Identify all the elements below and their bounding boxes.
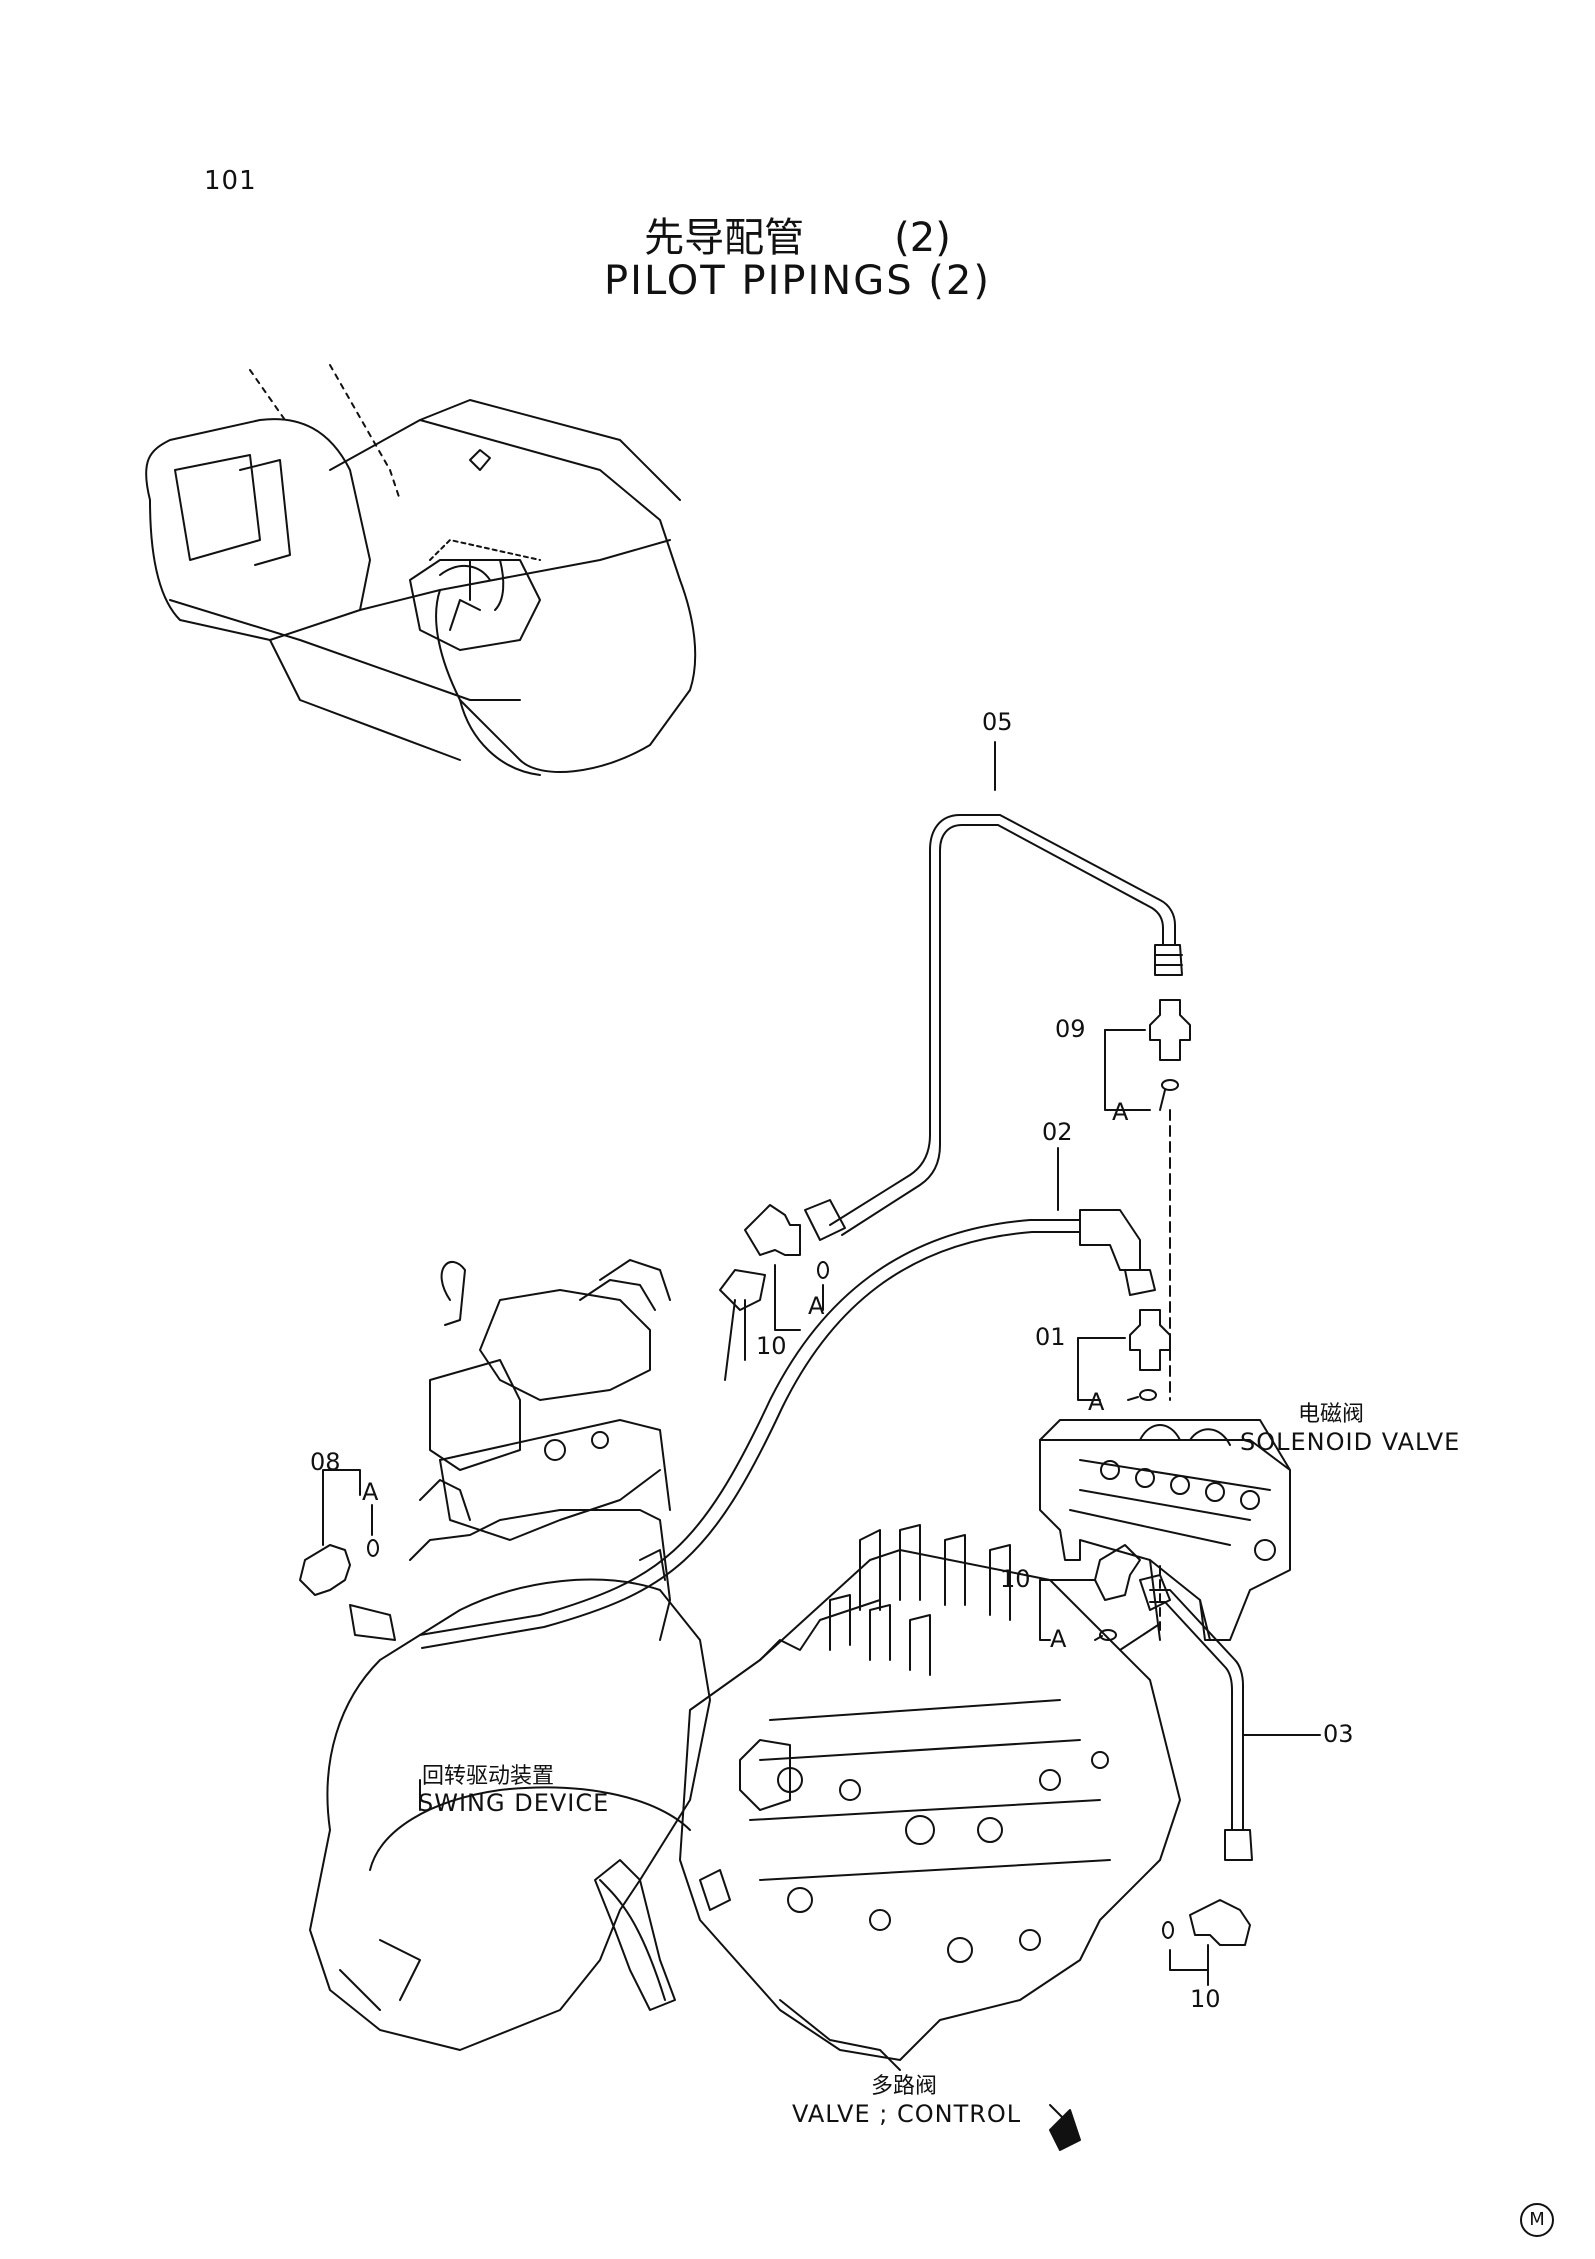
fitting-08 [299, 1469, 379, 1596]
fitting-10-top [744, 1204, 829, 1331]
callout-01: 01 [1035, 1323, 1066, 1351]
callout-03: 03 [1323, 1720, 1354, 1748]
pipe-03 [1139, 1574, 1321, 1861]
swing-device [309, 1259, 766, 2051]
callout-08: 08 [310, 1448, 341, 1476]
solenoid-valve-block [1039, 1419, 1291, 1641]
title-chinese-text: 先导配管 [644, 215, 805, 261]
fitting-09 [1104, 999, 1191, 1401]
swing-device-label-en: SWING DEVICE [418, 1789, 610, 1817]
callout-a-01: A [1088, 1388, 1105, 1416]
callout-a-10-top: A [808, 1292, 825, 1320]
fitting-01 [1077, 1309, 1171, 1401]
swing-device-label-cn: 回转驱动装置 [422, 1764, 555, 1789]
m-mark-symbol: M [1520, 2203, 1554, 2237]
callout-02: 02 [1042, 1118, 1073, 1146]
solenoid-valve-label-en: SOLENOID VALVE [1240, 1428, 1461, 1456]
callout-10-mid: 10 [1000, 1565, 1031, 1593]
title-english: PILOT PIPINGS (2) [604, 258, 991, 304]
callout-05: 05 [982, 708, 1013, 736]
fitting-10-bottom [1162, 1899, 1251, 1986]
callout-10-bottom: 10 [1190, 1985, 1221, 2013]
callout-09: 09 [1055, 1015, 1086, 1043]
callout-10-top: 10 [756, 1332, 787, 1360]
control-valve-label-cn: 多路阀 [871, 2074, 938, 2099]
excavator-overview [145, 364, 697, 776]
solenoid-valve-label-cn: 电磁阀 [1298, 1402, 1365, 1427]
control-valve [679, 1524, 1181, 2151]
title-chinese: 先导配管 (2) [0, 205, 1595, 263]
control-valve-label-en: VALVE ; CONTROL [792, 2100, 1022, 2128]
pipe-05 [804, 741, 1183, 1241]
page-number: 101 [204, 166, 257, 196]
title-chinese-suffix: (2) [894, 215, 951, 261]
pipe-02 [349, 1147, 1156, 1649]
callout-a-10-mid: A [1050, 1625, 1067, 1653]
callout-a-08: A [362, 1478, 379, 1506]
callout-a-09: A [1112, 1098, 1129, 1126]
